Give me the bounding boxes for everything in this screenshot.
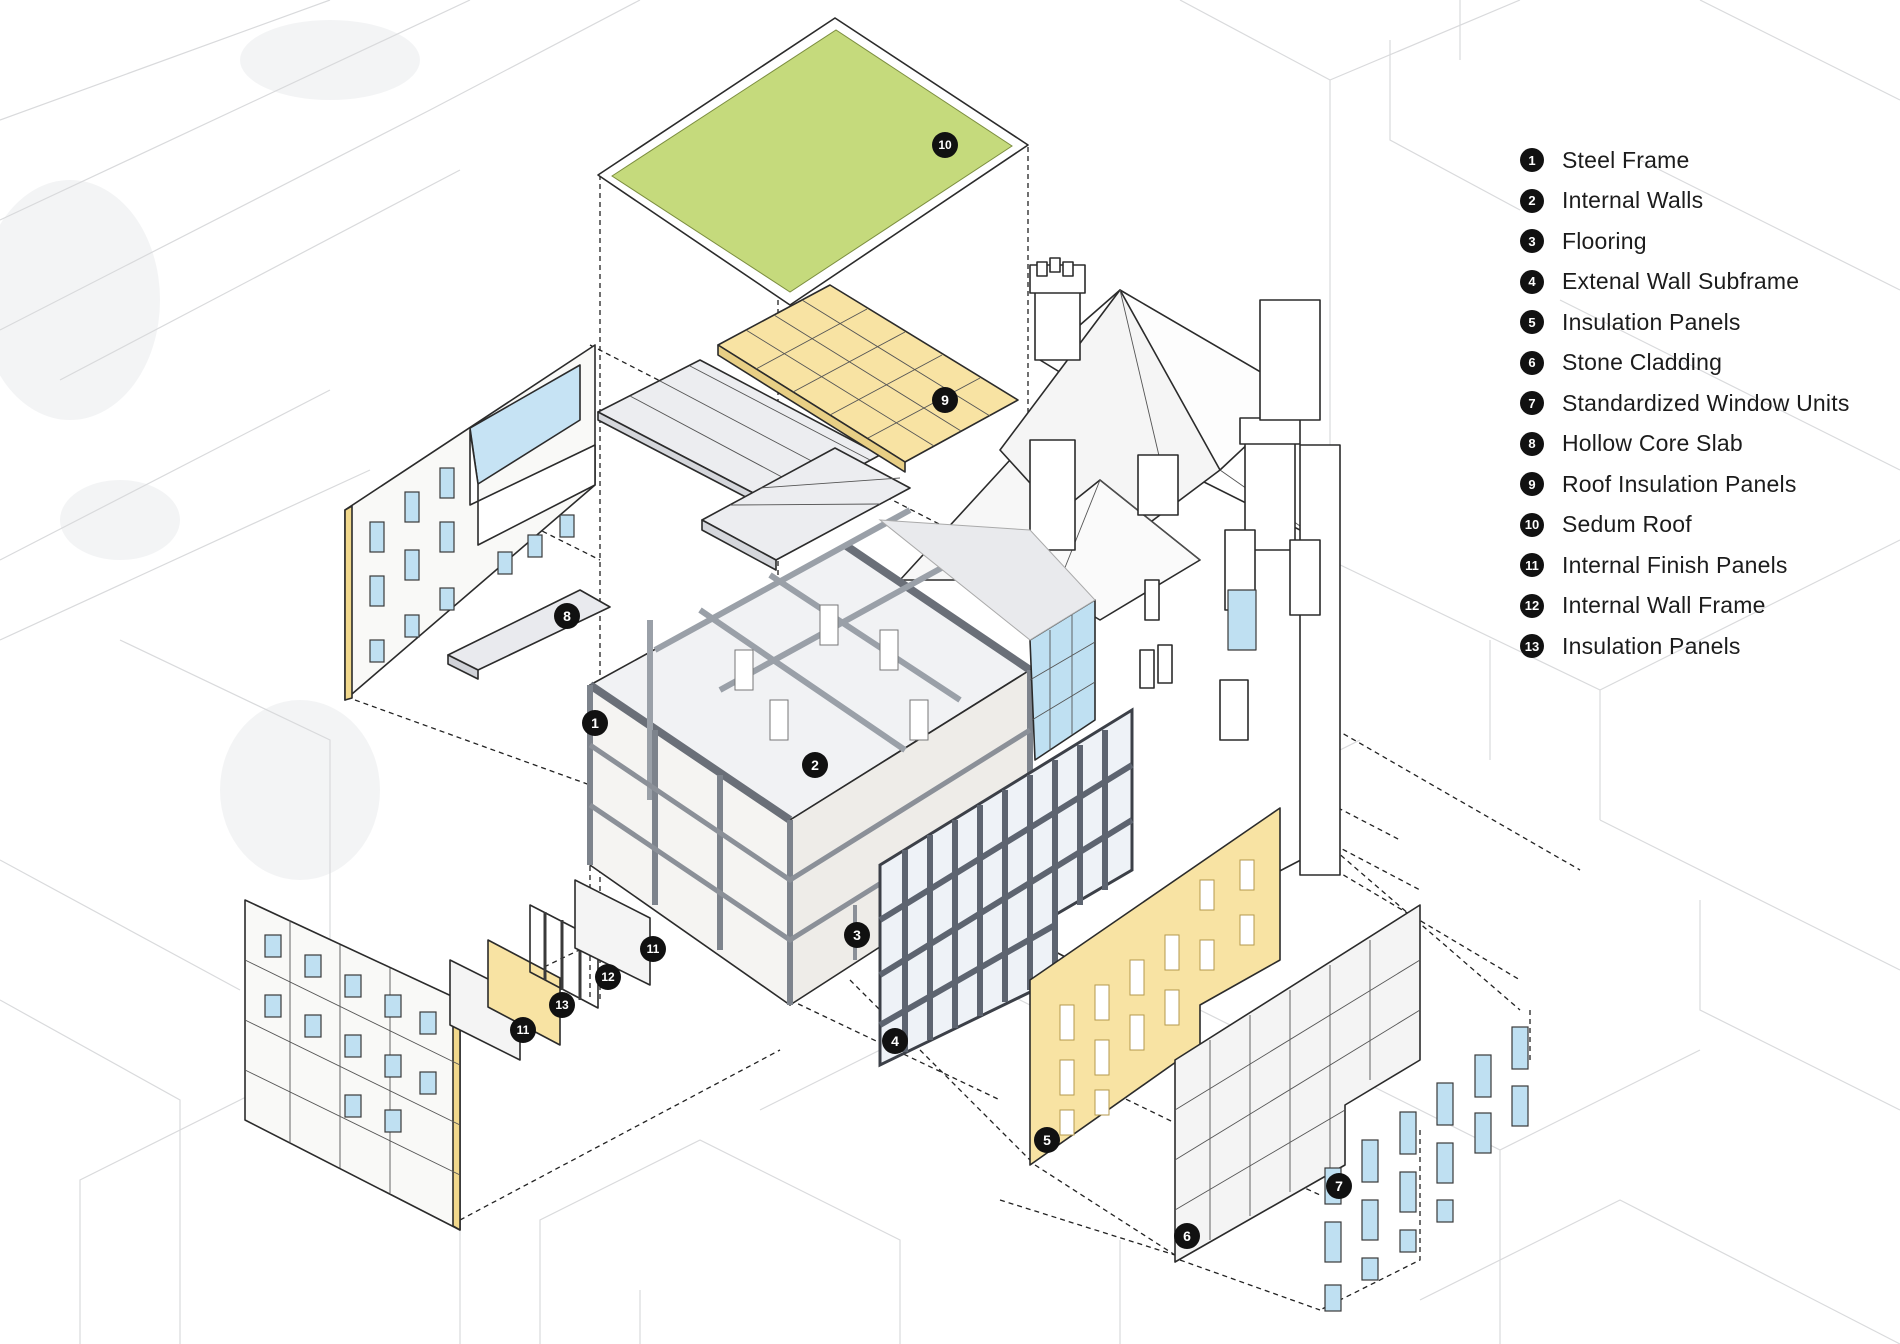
svg-text:11: 11 [647,942,660,956]
sedum-roof [597,17,1029,306]
marker-4: 4 [882,1028,908,1054]
legend-label: Extenal Wall Subframe [1562,268,1800,295]
legend-item-hollow-core-slab: 8 Hollow Core Slab [1520,424,1890,465]
svg-text:8: 8 [563,608,571,624]
legend-number: 10 [1520,512,1544,537]
legend-item-steel-frame: 1 Steel Frame [1520,140,1890,181]
south-wall-panel [244,899,461,1231]
internal-wall-layers [449,879,651,1061]
svg-text:12: 12 [601,970,615,984]
legend-label: Internal Wall Frame [1562,592,1766,619]
roof-insulation-panels [717,284,1019,473]
legend-item-stone-cladding: 6 Stone Cladding [1520,343,1890,384]
legend-label: Standardized Window Units [1562,389,1850,416]
glass-curtain-wall [878,519,1096,761]
insulation-panels-east [1029,807,1281,1166]
marker-13: 13 [549,992,575,1018]
legend-item-sedum-roof: 10 Sedum Roof [1520,505,1890,546]
legend-item-window-units: 7 Standardized Window Units [1520,383,1890,424]
marker-10: 10 [932,132,958,158]
svg-text:7: 7 [1335,1178,1343,1194]
legend-label: Insulation Panels [1562,632,1741,659]
marker-7: 7 [1326,1173,1352,1199]
legend-label: Flooring [1562,227,1647,254]
legend-item-internal-finish-panels: 11 Internal Finish Panels [1520,545,1890,586]
marker-5: 5 [1034,1127,1060,1153]
legend-number: 1 [1520,148,1544,173]
legend-label: Hollow Core Slab [1562,430,1743,457]
legend-label: Insulation Panels [1562,308,1741,335]
marker-1: 1 [582,710,608,736]
legend-number: 13 [1520,634,1544,659]
legend-number: 4 [1520,269,1544,294]
marker-3: 3 [844,922,870,948]
legend: 1 Steel Frame 2 Internal Walls 3 Floorin… [1520,140,1890,667]
marker-9: 9 [932,387,958,413]
marker-11-lower: 11 [510,1017,536,1043]
legend-number: 3 [1520,229,1544,254]
legend-number: 2 [1520,188,1544,213]
marker-12: 12 [595,964,621,990]
legend-item-internal-wall-frame: 12 Internal Wall Frame [1520,586,1890,627]
svg-text:3: 3 [853,927,861,943]
legend-number: 5 [1520,310,1544,335]
stone-cladding [1174,904,1421,1263]
legend-label: Steel Frame [1562,146,1690,173]
legend-number: 9 [1520,472,1544,497]
west-wall-panel [344,344,596,701]
external-wall-subframe [878,707,1134,1068]
legend-item-insulation-panels-internal: 13 Insulation Panels [1520,626,1890,667]
marker-11-upper: 11 [640,936,666,962]
legend-item-external-wall-subframe: 4 Extenal Wall Subframe [1520,262,1890,303]
svg-text:6: 6 [1183,1228,1191,1244]
svg-text:13: 13 [555,998,569,1012]
legend-number: 7 [1520,391,1544,416]
svg-text:9: 9 [941,392,949,408]
svg-text:2: 2 [811,757,819,773]
legend-number: 11 [1520,553,1544,578]
legend-number: 8 [1520,431,1544,456]
marker-6: 6 [1174,1223,1200,1249]
legend-number: 6 [1520,350,1544,375]
legend-item-roof-insulation-panels: 9 Roof Insulation Panels [1520,464,1890,505]
legend-item-insulation-panels: 5 Insulation Panels [1520,302,1890,343]
svg-text:4: 4 [891,1033,899,1049]
legend-number: 12 [1520,593,1544,618]
legend-label: Stone Cladding [1562,349,1723,376]
legend-item-flooring: 3 Flooring [1520,221,1890,262]
legend-item-internal-walls: 2 Internal Walls [1520,181,1890,222]
marker-8: 8 [554,603,580,629]
svg-text:1: 1 [591,715,599,731]
svg-text:10: 10 [938,138,952,152]
hollow-core-slab [447,359,911,680]
legend-label: Internal Walls [1562,187,1704,214]
numbered-markers: 10 9 8 1 2 3 4 5 6 7 11 12 13 11 [510,132,1352,1249]
legend-label: Internal Finish Panels [1562,551,1788,578]
svg-text:5: 5 [1043,1132,1051,1148]
legend-label: Sedum Roof [1562,511,1692,538]
svg-text:11: 11 [517,1023,530,1037]
marker-2: 2 [802,752,828,778]
legend-label: Roof Insulation Panels [1562,470,1797,497]
